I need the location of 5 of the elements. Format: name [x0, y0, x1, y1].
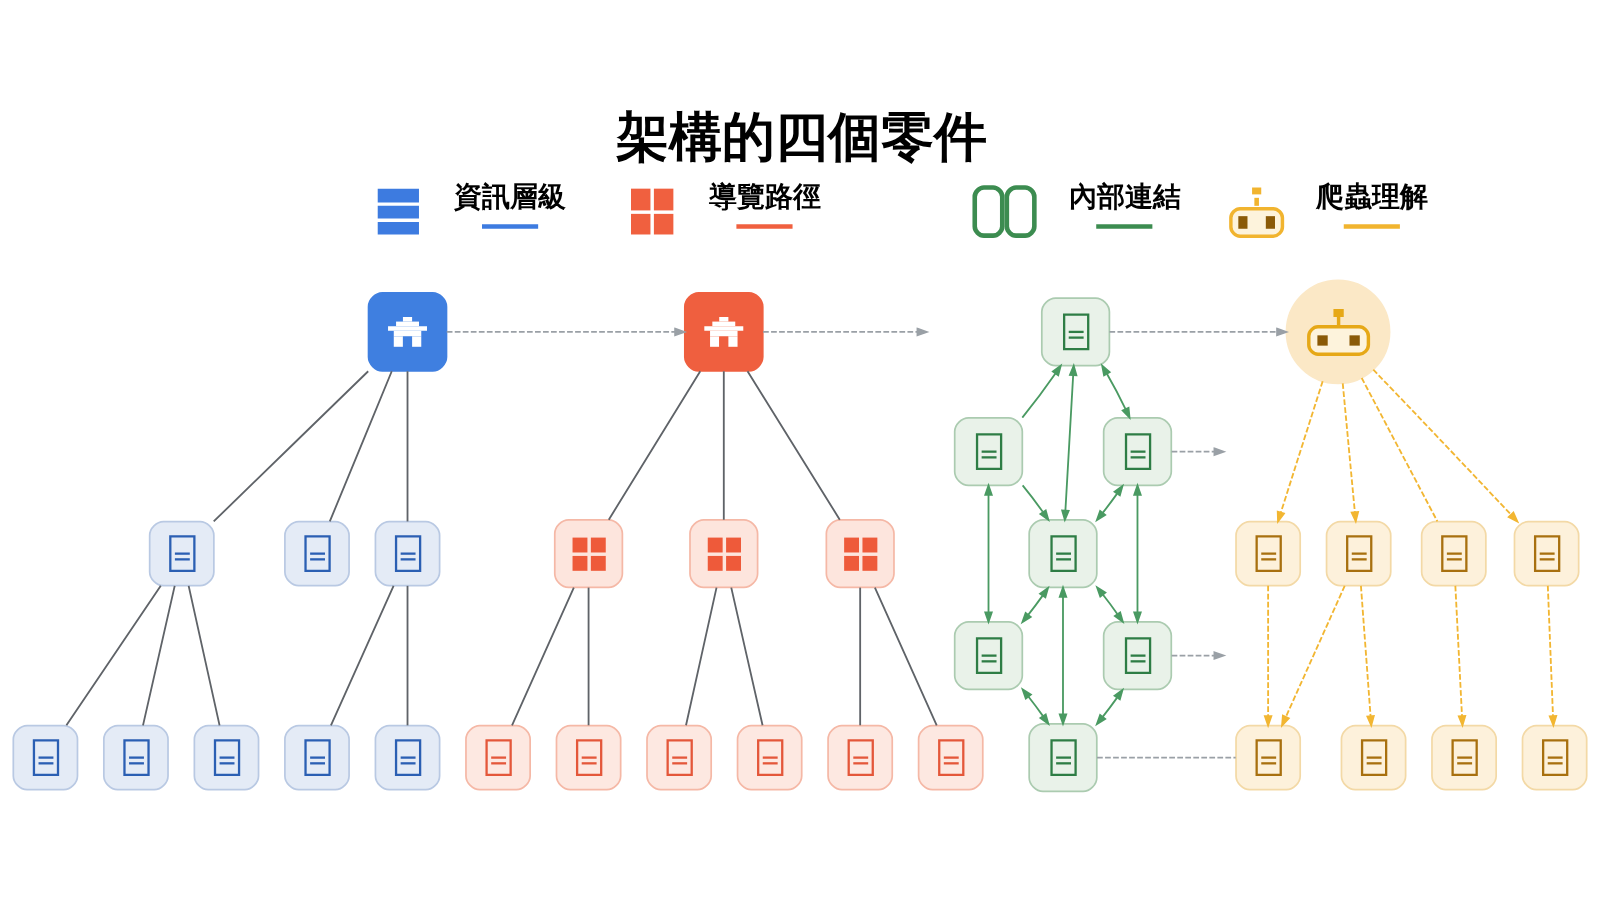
- label: 內部連結: [1068, 179, 1181, 212]
- label: 資訊層級: [454, 179, 567, 212]
- label: 爬蟲理解: [1316, 179, 1429, 212]
- diagram-title: 架構的四個零件: [616, 105, 988, 167]
- label: 導覽路徑: [708, 179, 821, 212]
